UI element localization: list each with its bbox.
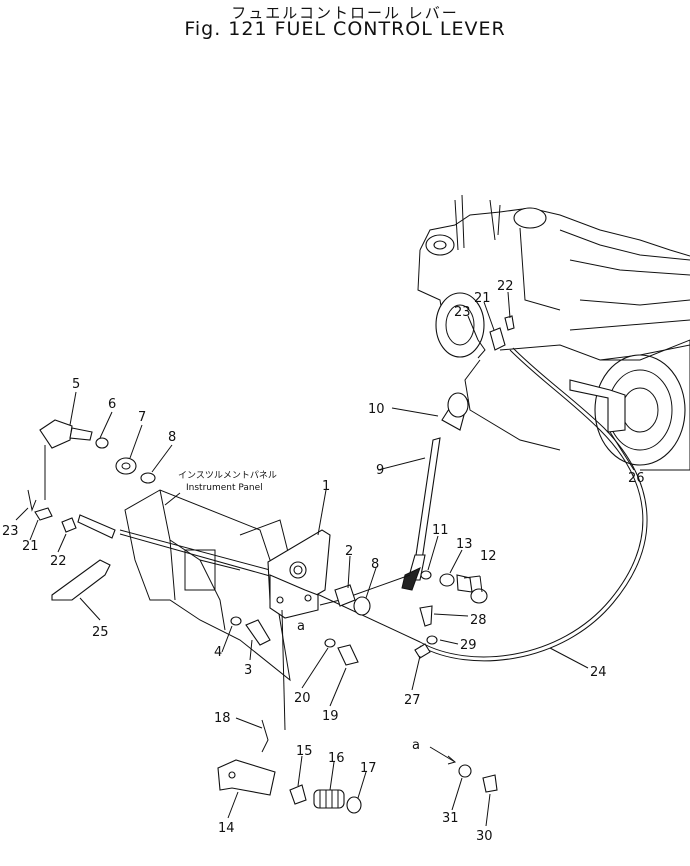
callout-22-engine: 22 <box>497 279 514 294</box>
callout-17: 17 <box>360 761 377 776</box>
instrument-panel <box>124 489 291 682</box>
callout-16: 16 <box>328 751 345 766</box>
callout-29: 29 <box>460 638 477 653</box>
callout-25: 25 <box>92 625 109 640</box>
left-cable-end-parts <box>27 419 156 601</box>
callout-2: 2 <box>345 544 353 559</box>
callout-30: 30 <box>476 829 493 844</box>
callout-19: 19 <box>322 709 339 724</box>
callout-8-left: 8 <box>168 430 176 445</box>
bracket-hardware <box>230 584 371 666</box>
lower-bracket-parts <box>217 609 498 814</box>
leader-lines <box>15 291 635 827</box>
lever-hardware <box>414 570 488 659</box>
callout-6: 6 <box>108 397 116 412</box>
engine-drawing <box>417 194 690 471</box>
callout-23-engine: 23 <box>454 305 471 320</box>
callout-3: 3 <box>244 663 252 678</box>
ref-marker-detail: a <box>412 738 420 753</box>
callout-12: 12 <box>480 549 497 564</box>
callout-22-left: 22 <box>50 554 67 569</box>
callout-24: 24 <box>590 665 607 680</box>
title-japanese: フュエルコントロール レバー <box>231 4 459 22</box>
callout-15: 15 <box>296 744 313 759</box>
callout-18: 18 <box>214 711 231 726</box>
callout-9: 9 <box>376 463 384 478</box>
fuel-lever <box>401 392 469 591</box>
callout-26: 26 <box>628 471 645 486</box>
panel-label: Instrument Panel <box>186 483 263 493</box>
callout-27: 27 <box>404 693 421 708</box>
control-cable <box>119 349 644 658</box>
callout-7: 7 <box>138 410 146 425</box>
callout-1: 1 <box>322 479 330 494</box>
callout-8-right: 8 <box>371 557 379 572</box>
ref-marker-bracket: a <box>297 619 305 634</box>
callout-20: 20 <box>294 691 311 706</box>
lever-bracket <box>267 529 331 619</box>
callout-10: 10 <box>368 402 385 417</box>
engine-cable-end-parts <box>477 315 515 359</box>
callout-11: 11 <box>432 523 449 538</box>
figure-title: Fig. 121 FUEL CONTROL LEVER <box>184 18 506 40</box>
panel-label-japanese: インスツルメントパネル <box>178 470 277 481</box>
callout-31: 31 <box>442 811 459 826</box>
callout-23-left: 23 <box>2 524 19 539</box>
callout-28: 28 <box>470 613 487 628</box>
callout-5: 5 <box>72 377 80 392</box>
callout-21-left: 21 <box>22 539 39 554</box>
callout-21-engine: 21 <box>474 291 491 306</box>
callout-13: 13 <box>456 537 473 552</box>
callout-4: 4 <box>214 645 222 660</box>
callout-14: 14 <box>218 821 235 836</box>
